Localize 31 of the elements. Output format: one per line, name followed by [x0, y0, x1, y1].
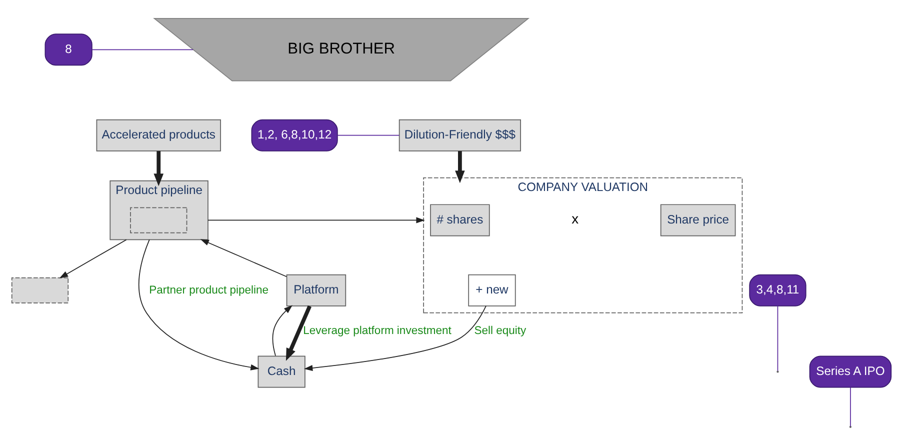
node-box: # shares	[430, 204, 490, 236]
arrow	[138, 239, 260, 370]
edge-label: Leverage platform investment	[303, 324, 452, 337]
arrow	[272, 305, 292, 356]
node-box	[130, 207, 188, 234]
edge-label: Sell equity	[474, 324, 526, 337]
connector	[337, 134, 400, 136]
node-box: Accelerated products	[96, 119, 221, 152]
arrow	[154, 151, 164, 186]
arrow	[286, 305, 312, 361]
node-box: Cash	[258, 356, 306, 388]
edge-label: Partner product pipeline	[149, 284, 269, 296]
node-box	[11, 277, 69, 304]
cluster: Product pipeline	[110, 180, 208, 240]
node-box: 8	[44, 34, 92, 66]
arrow	[208, 217, 425, 224]
connector	[92, 49, 194, 50]
node-box: Dilution-Friendly $$$	[398, 119, 521, 152]
connector	[777, 306, 778, 372]
node-box: 1,2, 6,8,10,12	[251, 119, 338, 152]
arrow	[455, 151, 465, 184]
node-box: Series A IPO	[809, 356, 892, 388]
label: x	[572, 210, 579, 226]
node-box: Platform	[286, 274, 346, 306]
connector	[850, 387, 851, 427]
arrow	[59, 239, 127, 278]
arrow	[304, 306, 486, 372]
node-box: Share price	[660, 204, 736, 236]
arrow	[200, 239, 287, 278]
node-box: + new	[468, 274, 516, 306]
node-box: 3,4,8,11	[749, 274, 806, 306]
